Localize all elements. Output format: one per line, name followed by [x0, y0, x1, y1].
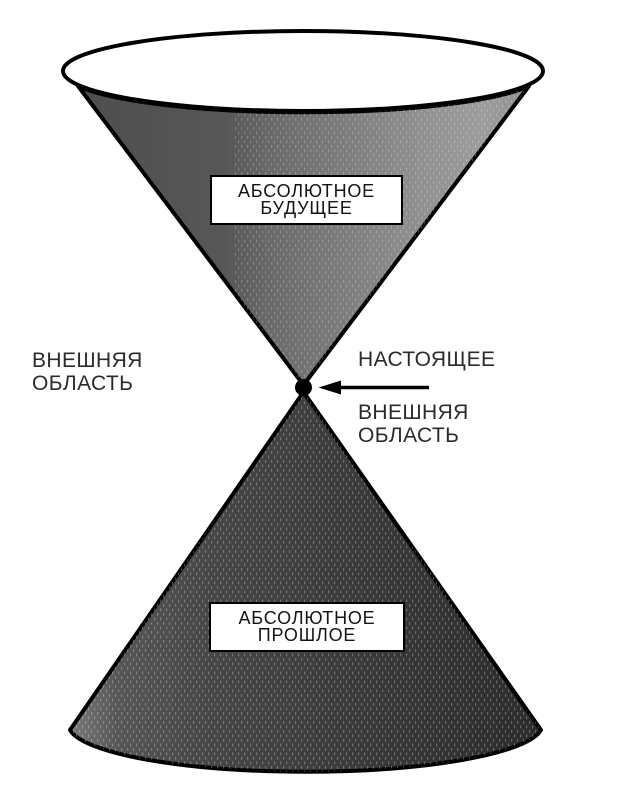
light-cone-top-ellipse [61, 29, 545, 113]
outer-region-label-right: ВНЕШНЯЯ ОБЛАСТЬ [358, 401, 469, 447]
future-cone-texture [235, 86, 529, 385]
present-label: НАСТОЯЩЕЕ [358, 348, 495, 371]
absolute-future-box: АБСОЛЮТНОЕ БУДУЩЕЕ [210, 175, 403, 225]
absolute-past-label-line2: ПРОШЛОЕ [257, 625, 357, 645]
outer-region-left-line1: ВНЕШНЯЯ [32, 349, 143, 372]
absolute-past-label-line1: АБСОЛЮТНОЕ [238, 608, 376, 628]
absolute-future-label-line2: БУДУЩЕЕ [260, 198, 353, 218]
absolute-past-box: АБСОЛЮТНОЕ ПРОШЛОЕ [209, 602, 405, 652]
absolute-future-label-line1: АБСОЛЮТНОЕ [237, 181, 375, 201]
present-label-text: НАСТОЯЩЕЕ [358, 348, 496, 371]
outer-region-right-line2: ОБЛАСТЬ [358, 424, 460, 447]
past-cone-texture [70, 392, 541, 772]
outer-region-right-line1: ВНЕШНЯЯ [358, 401, 469, 424]
outer-region-label-left: ВНЕШНЯЯ ОБЛАСТЬ [32, 349, 143, 395]
present-arrow [318, 380, 429, 395]
outer-region-left-line2: ОБЛАСТЬ [32, 372, 134, 395]
present-dot [295, 379, 312, 396]
